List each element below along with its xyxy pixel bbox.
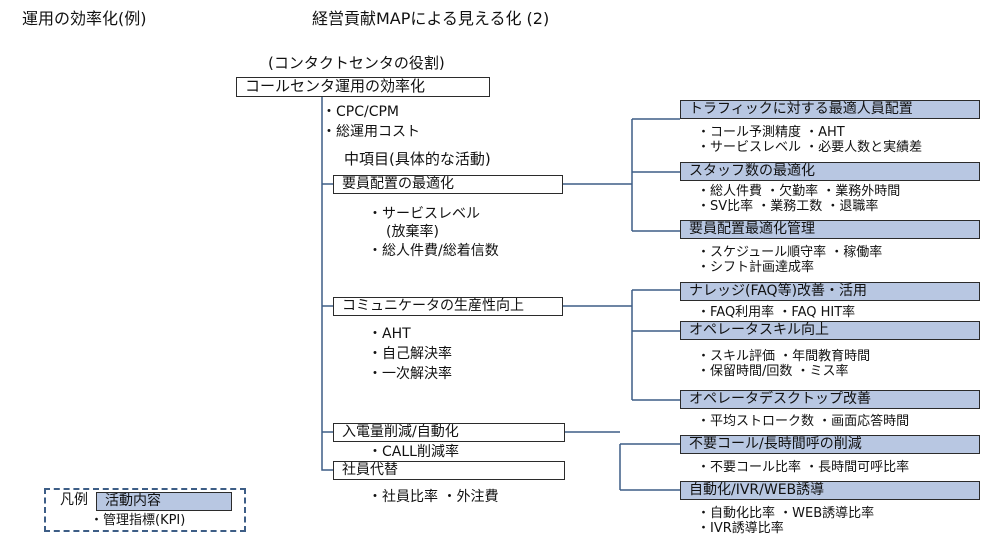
middle-kpi: (放棄率): [386, 224, 439, 240]
activity-kpi: ・FAQ利用率 ・FAQ HIT率: [697, 305, 856, 320]
legend-label: 凡例: [60, 492, 88, 508]
activity-kpi: ・不要コール比率 ・長時間可呼比率: [697, 460, 910, 475]
activity-box: 要員配置最適化管理: [680, 220, 980, 239]
middle-kpi: ・AHT: [368, 326, 411, 342]
activity-box: オペレータデスクトップ改善: [680, 390, 980, 409]
middle-heading: 中項目(具体的な活動): [344, 150, 491, 168]
activity-box: トラフィックに対する最適人員配置: [680, 100, 980, 119]
activity-box: スタッフ数の最適化: [680, 162, 980, 181]
root-caption: (コンタクトセンタの役割): [268, 54, 445, 72]
activity-box: 自動化/IVR/WEB誘導: [680, 481, 980, 500]
root-box: コールセンタ運用の効率化: [236, 77, 490, 97]
legend-kpi-label: ・管理指標(KPI): [90, 513, 186, 528]
activity-box: ナレッジ(FAQ等)改善・活用: [680, 282, 980, 301]
activity-kpi: ・シフト計画達成率: [697, 260, 815, 275]
activity-box: 不要コール/長時間呼の削減: [680, 435, 980, 454]
middle-kpi: ・総人件費/総着信数: [368, 243, 499, 259]
trunk-connector: [321, 97, 333, 471]
activity-kpi: ・スキル評価 ・年間教育時間: [697, 349, 871, 364]
activity-kpi: ・スケジュール順守率 ・稼働率: [697, 245, 883, 260]
connector-productivity-group: [563, 289, 680, 401]
legend-frame: [44, 488, 246, 532]
middle-box-productivity: コミュニケータの生産性向上: [333, 297, 563, 316]
middle-box-employee-substitution: 社員代替: [333, 461, 565, 480]
activity-kpi: ・総人件費 ・欠勤率 ・業務外時間: [697, 184, 901, 199]
activity-kpi: ・自動化比率 ・WEB誘導比率: [697, 506, 875, 521]
connector-staffing-group: [563, 118, 680, 232]
middle-kpi: ・社員比率 ・外注費: [368, 489, 499, 505]
activity-kpi: ・保留時間/回数 ・ミス率: [697, 364, 849, 379]
legend-activity-box: 活動内容: [96, 492, 232, 511]
left-title: 運用の効率化(例): [22, 9, 147, 28]
activity-kpi: ・平均ストローク数 ・画面応答時間: [697, 414, 910, 429]
activity-kpi: ・SV比率 ・業務工数 ・退職率: [697, 199, 879, 214]
main-title: 経営貢献MAPによる見える化 (2): [312, 9, 550, 28]
middle-box-call-reduction: 入電量削減/自動化: [333, 423, 565, 442]
root-kpi: ・CPC/CPM: [322, 104, 400, 120]
connector-call-reduction-group: [565, 431, 680, 491]
middle-kpi: ・自己解決率: [368, 346, 452, 362]
activity-kpi: ・コール予測精度 ・AHT: [697, 125, 845, 140]
middle-kpi: ・CALL削減率: [368, 444, 459, 460]
middle-box-staffing: 要員配置の最適化: [333, 175, 563, 194]
activity-box: オペレータスキル向上: [680, 321, 980, 340]
activity-kpi: ・サービスレベル ・必要人数と実績差: [697, 140, 923, 155]
middle-kpi: ・サービスレベル: [368, 206, 480, 222]
middle-kpi: ・一次解決率: [368, 366, 452, 382]
root-kpi: ・総運用コスト: [322, 124, 420, 140]
activity-kpi: ・IVR誘導比率: [697, 521, 784, 536]
